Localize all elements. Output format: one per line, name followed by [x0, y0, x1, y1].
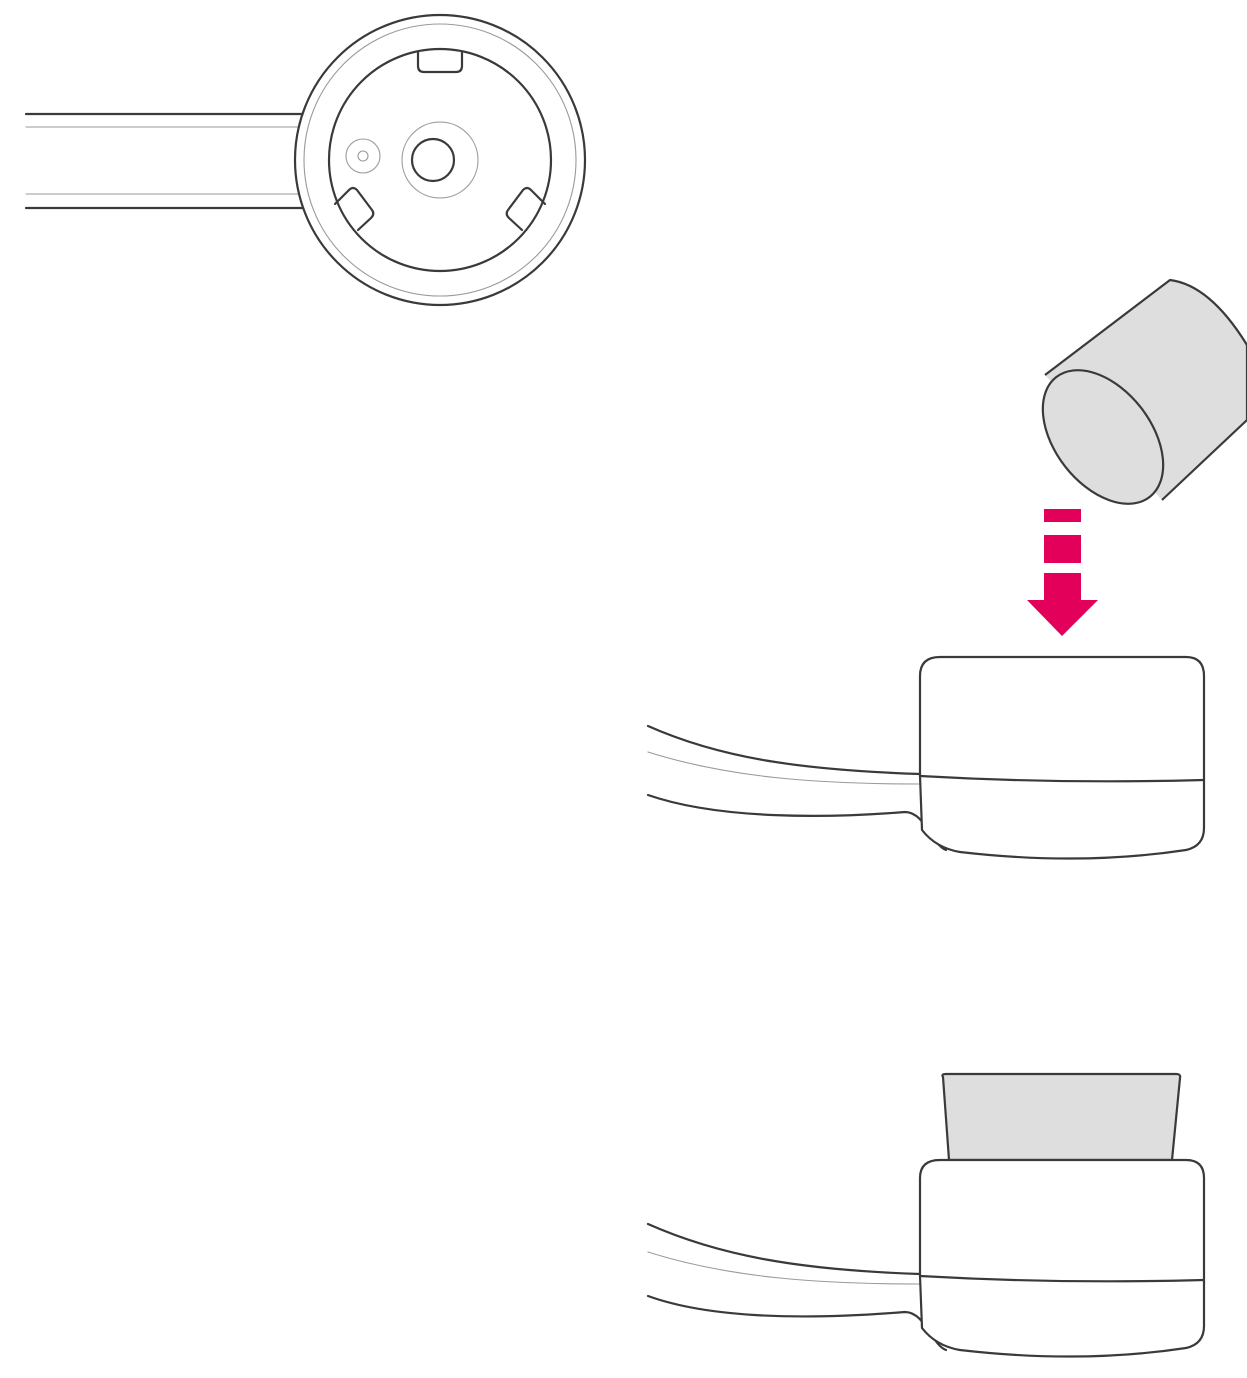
center-button-ring — [401, 121, 479, 199]
sensor-dot — [357, 150, 369, 162]
left-tab — [333, 186, 375, 232]
top-notch — [416, 50, 464, 74]
head-outer-ring — [293, 13, 587, 307]
cap-attach-panel — [646, 278, 1247, 860]
handle-side-view-2 — [646, 1222, 948, 1352]
top-view-panel — [24, 13, 587, 307]
cap-floating — [1041, 278, 1247, 505]
head-inner-disk — [327, 47, 553, 273]
cap-attached-panel — [646, 1072, 1206, 1358]
cap-attached — [941, 1072, 1182, 1162]
center-button — [410, 137, 456, 183]
sensor-ring — [345, 138, 381, 174]
handle-top-view — [24, 112, 307, 210]
head-side-view-2 — [918, 1158, 1206, 1358]
handle-side-view — [646, 724, 948, 852]
head-side-view — [918, 655, 1206, 860]
attach-down-arrow-icon — [1027, 509, 1098, 636]
right-tab — [505, 186, 547, 232]
